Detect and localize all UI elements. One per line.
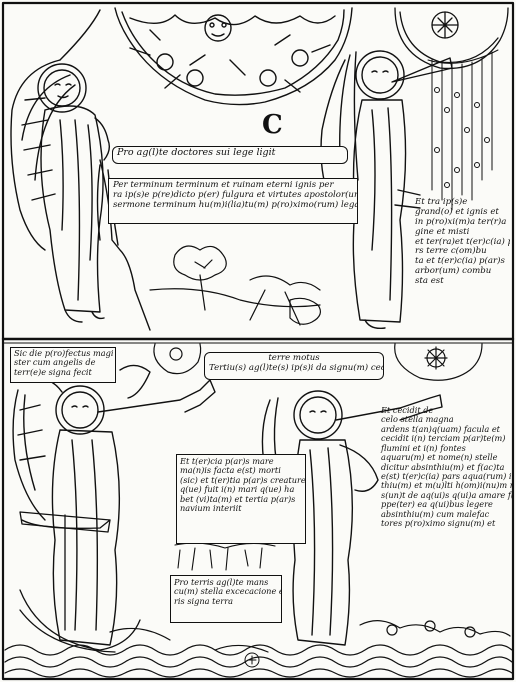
decorated-initial: C	[262, 110, 283, 140]
falling-stars	[427, 49, 499, 211]
angel-upper-left	[10, 9, 151, 331]
lower-left-label: Sic die p(ro)fectus magi ster cum angeli…	[10, 347, 116, 383]
lower-bottom-caption: Pro terris ag(l)te mans cu(m) stella exc…	[170, 575, 282, 623]
sun-and-moon	[394, 7, 509, 70]
lower-center-text-box: Et t(er)cia p(ar)s mare ma(n)is facta e(…	[176, 454, 306, 544]
upper-right-text-column: Et tra ip(s)e grand(o) et ignis et in p(…	[415, 197, 510, 286]
sinking-ship	[19, 511, 141, 653]
lower-right-text-column: Et cecidit de celo stella magna ardens t…	[381, 405, 514, 529]
lower-sun-medallions	[153, 343, 483, 381]
heavenly-cloud	[114, 7, 353, 106]
upper-banner-heading: Pro ag(l)te doctores sui lege ligit	[112, 146, 348, 164]
upper-caption-block: Per terminum terminum et ruinam eterni i…	[108, 178, 358, 224]
burning-trees	[149, 245, 322, 326]
printer-seal	[244, 652, 260, 668]
sea-waves	[4, 620, 513, 678]
star-falling-mark	[174, 542, 276, 571]
lower-center-heading: terre motus Tertiu(s) ag(l)te(s) ip(s)i …	[204, 352, 384, 380]
